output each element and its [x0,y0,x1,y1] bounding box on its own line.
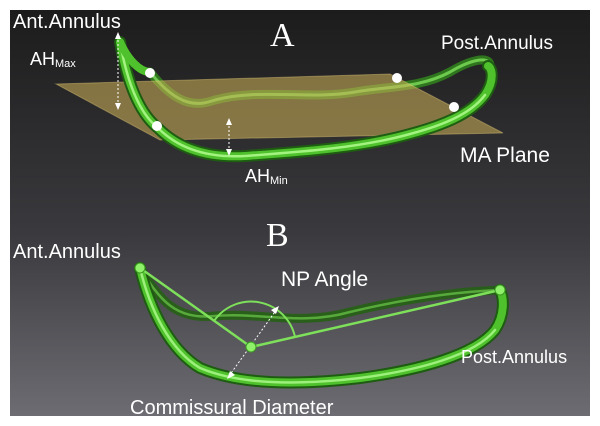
np-angle-line-posterior [250,288,501,349]
panel-b: B Ant.Annulus NP Angle Post.Annulus Comm… [13,217,567,419]
panel-letter-a: A [270,17,295,54]
marker-dot [392,73,402,83]
ma-plane [54,73,504,141]
node-dot-posterior [494,284,506,296]
annulus-a-front-shine [118,40,487,158]
label-ma-plane: MA Plane [460,144,550,167]
label-ant-annulus-a: Ant.Annulus [13,11,121,33]
ah-max-arrow-top [115,32,121,39]
annulus-b-back-highlight [138,266,502,320]
commissural-arrow-top [271,306,279,314]
panel-a: A Ant.Annulus Post.Annulus AHMax AHMin M… [13,11,553,187]
label-commissural-diameter: Commissural Diameter [130,397,334,419]
ah-min-arrow-top [226,118,232,125]
label-np-angle: NP Angle [281,268,368,291]
label-ah-min: AHMin [245,166,288,187]
marker-dot [152,121,162,131]
np-angle-line-anterior [139,266,252,349]
ah-min-arrow-bottom [226,149,232,156]
panel-letter-b: B [266,217,289,254]
label-ah-max: AHMax [30,49,76,70]
ah-max-arrow-bottom [115,103,121,110]
label-ant-annulus-b: Ant.Annulus [13,241,121,263]
annulus-b-front-shine [138,266,497,384]
commissural-arrow-bottom [227,371,235,379]
np-angle-arc [213,300,296,338]
node-dot-nadir [245,341,257,353]
marker-dot [145,68,155,78]
label-post-annulus-b: Post.Annulus [461,347,567,367]
label-post-annulus-a: Post.Annulus [441,33,553,54]
marker-dot [449,102,459,112]
node-dot-anterior [134,262,146,274]
